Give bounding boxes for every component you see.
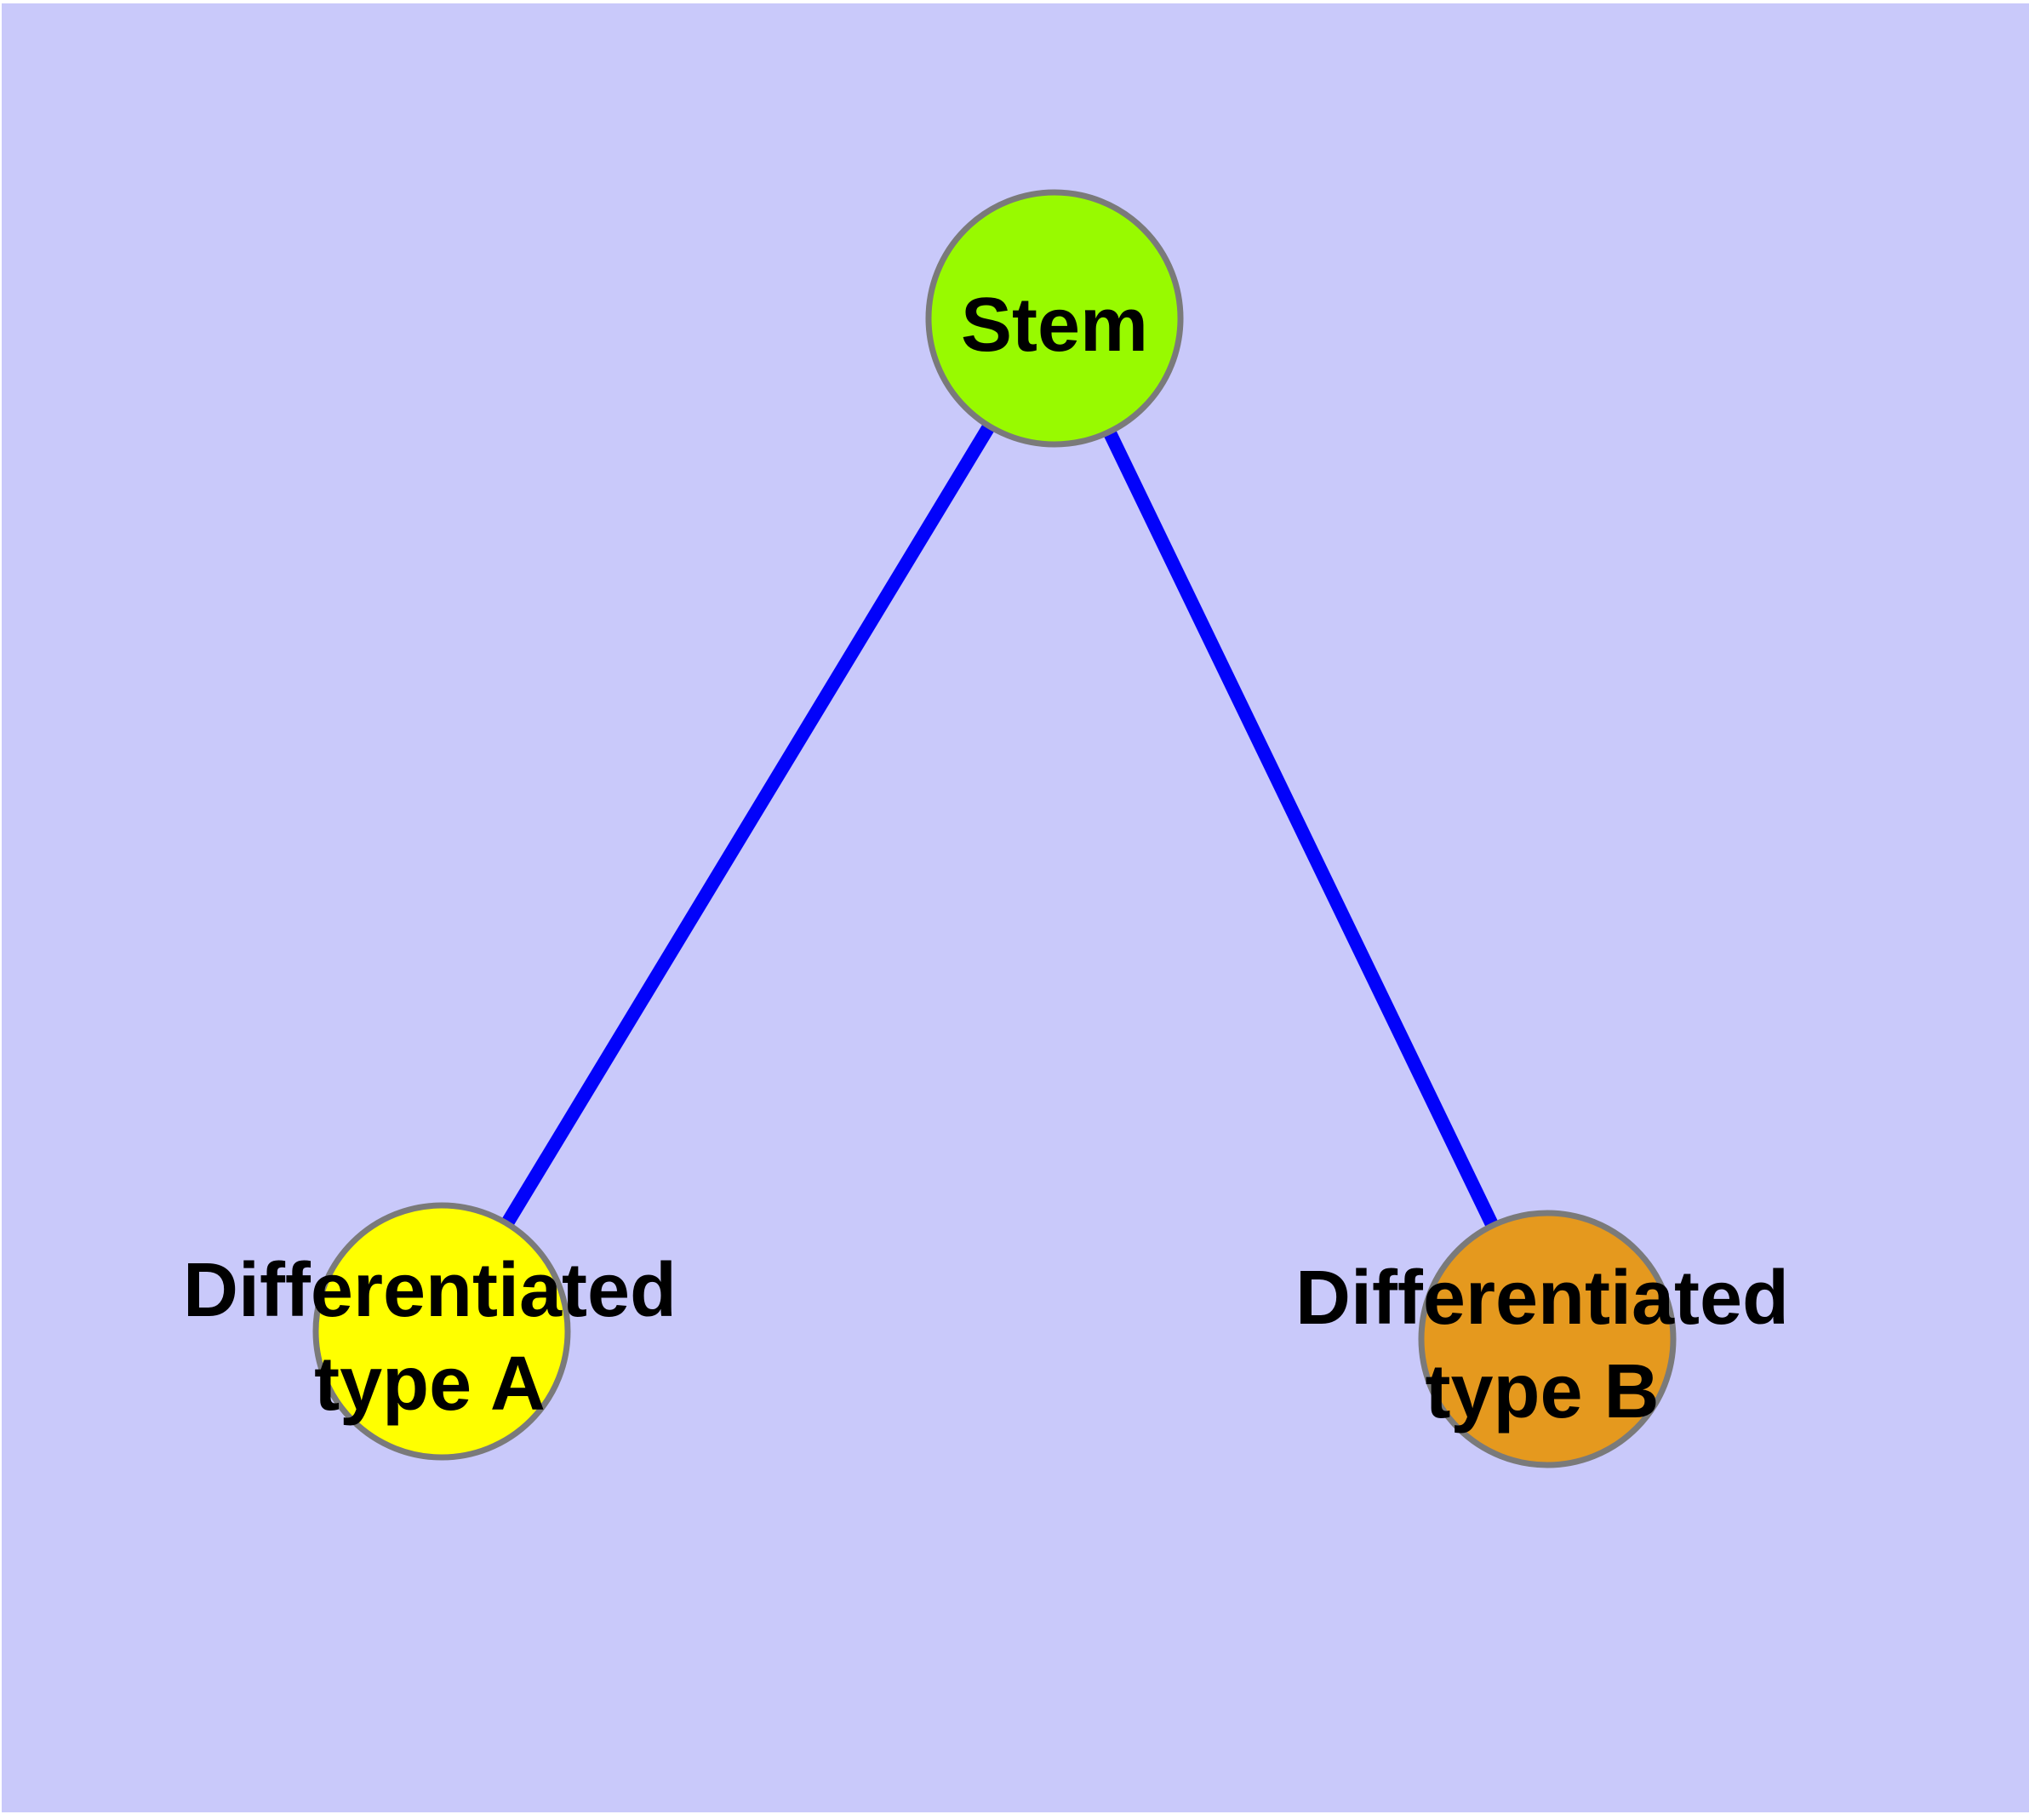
edge-stem-to-type-b bbox=[1048, 315, 1554, 1342]
node-type-b-label-line2: type B bbox=[1425, 1349, 1659, 1434]
node-differentiated-type-b bbox=[1418, 1210, 1677, 1468]
node-type-a-label-line1: Differentiated bbox=[183, 1248, 677, 1333]
edge-stem-to-type-a bbox=[436, 314, 1060, 1336]
node-type-a-label-line2: type A bbox=[314, 1342, 546, 1427]
label-group: Stem Differentiated type A Differentiate… bbox=[183, 283, 1789, 1434]
edge-group bbox=[436, 314, 1554, 1342]
node-type-b-label-line1: Differentiated bbox=[1295, 1256, 1789, 1341]
node-differentiated-type-a bbox=[312, 1202, 571, 1461]
node-stem bbox=[925, 189, 1184, 448]
node-stem-label: Stem bbox=[961, 283, 1148, 368]
node-group bbox=[312, 189, 1677, 1468]
